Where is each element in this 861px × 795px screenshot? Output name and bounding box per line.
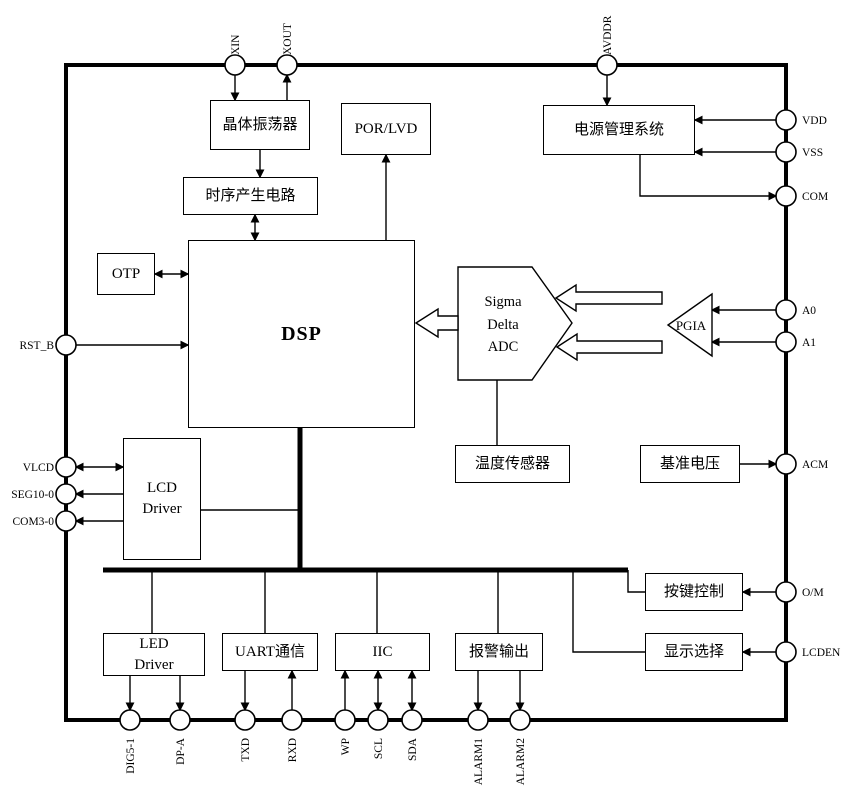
block-reference-voltage: 基准电压: [640, 445, 740, 483]
pin-label-vlcd: VLCD: [23, 462, 54, 474]
pin-label-om: O/M: [802, 587, 824, 599]
block-arrow-pgia-to-adc-lower: [555, 332, 663, 362]
pin-alarm1-circle: [467, 709, 489, 731]
pin-com-circle: [775, 185, 797, 207]
pin-seg10-0-circle: [55, 483, 77, 505]
pgia-triangle-shape: [666, 292, 713, 358]
pin-labels: XIN XOUT AVDDR VDD VSS COM A0 A1 ACM O/M…: [11, 15, 841, 785]
block-uart: UART通信: [222, 633, 318, 671]
pin-label-com: COM: [802, 191, 828, 203]
block-alarm-output: 报警输出: [455, 633, 543, 671]
block-display-select: 显示选择: [645, 633, 743, 671]
block-arrow-adc-to-dsp: [414, 307, 459, 339]
pin-avddr-circle: [596, 54, 618, 76]
pin-a1-circle: [775, 331, 797, 353]
block-crystal-oscillator: 晶体振荡器: [210, 100, 310, 150]
pin-label-lcden: LCDEN: [802, 647, 841, 659]
block-arrow-pgia-to-adc-upper: [554, 283, 663, 313]
pin-label-alarm2: ALARM2: [515, 738, 527, 786]
block-lcd-driver: LCD Driver: [123, 438, 201, 560]
pin-label-rst-b: RST_B: [19, 340, 54, 352]
internal-bus: [103, 428, 628, 573]
pin-label-dp-a: DP-A: [175, 737, 187, 765]
pin-label-txd: TXD: [240, 738, 252, 762]
wire-com: [639, 155, 778, 201]
pin-xout-circle: [276, 54, 298, 76]
pin-acm-circle: [775, 453, 797, 475]
pin-label-acm: ACM: [802, 459, 828, 471]
block-por-lvd: POR/LVD: [341, 103, 431, 155]
pin-rxd-circle: [281, 709, 303, 731]
block-power-management: 电源管理系统: [543, 105, 695, 155]
pin-label-vss: VSS: [802, 147, 823, 159]
pin-sda-circle: [401, 709, 423, 731]
block-timing-generator: 时序产生电路: [183, 177, 318, 215]
block-otp: OTP: [97, 253, 155, 295]
pin-alarm2-circle: [509, 709, 531, 731]
pin-label-a1: A1: [802, 337, 816, 349]
chip-outline: [64, 63, 788, 722]
pin-label-avddr: AVDDR: [602, 15, 614, 55]
pin-label-vdd: VDD: [802, 115, 827, 127]
wire-bus-keycontrol: [627, 570, 645, 593]
block-dsp: DSP: [188, 240, 415, 428]
pin-circles: [55, 54, 797, 731]
pin-label-sda: SDA: [407, 737, 419, 761]
pin-txd-circle: [234, 709, 256, 731]
pin-dig5-1-circle: [119, 709, 141, 731]
wire-bus-displayselect: [572, 570, 645, 653]
pin-com3-0-circle: [55, 510, 77, 532]
pin-scl-circle: [367, 709, 389, 731]
pin-rst-b-circle: [55, 334, 77, 356]
pin-label-com3-0: COM3-0: [12, 516, 54, 528]
pin-label-a0: A0: [802, 305, 816, 317]
pin-xin-circle: [224, 54, 246, 76]
pin-vdd-circle: [775, 109, 797, 131]
pin-label-dig5-1: DIG5-1: [125, 738, 137, 774]
pin-label-scl: SCL: [373, 738, 385, 759]
adc-pentagon-shape: [457, 266, 573, 381]
pin-vlcd-circle: [55, 456, 77, 478]
block-key-control: 按键控制: [645, 573, 743, 611]
pin-om-circle: [775, 581, 797, 603]
pin-lcden-circle: [775, 641, 797, 663]
pin-label-xin: XIN: [230, 34, 242, 55]
block-led-driver: LED Driver: [103, 633, 205, 676]
pin-label-rxd: RXD: [287, 738, 299, 762]
pin-wp-circle: [334, 709, 356, 731]
pin-label-wp: WP: [340, 738, 352, 755]
pin-label-xout: XOUT: [282, 23, 294, 55]
pin-a0-circle: [775, 299, 797, 321]
signal-wires: [74, 73, 778, 712]
pin-dp-a-circle: [169, 709, 191, 731]
block-arrows: [414, 283, 663, 362]
pin-vss-circle: [775, 141, 797, 163]
block-temperature-sensor: 温度传感器: [455, 445, 570, 483]
pin-label-seg10-0: SEG10-0: [11, 489, 54, 501]
block-iic: IIC: [335, 633, 430, 671]
pin-label-alarm1: ALARM1: [473, 738, 485, 786]
